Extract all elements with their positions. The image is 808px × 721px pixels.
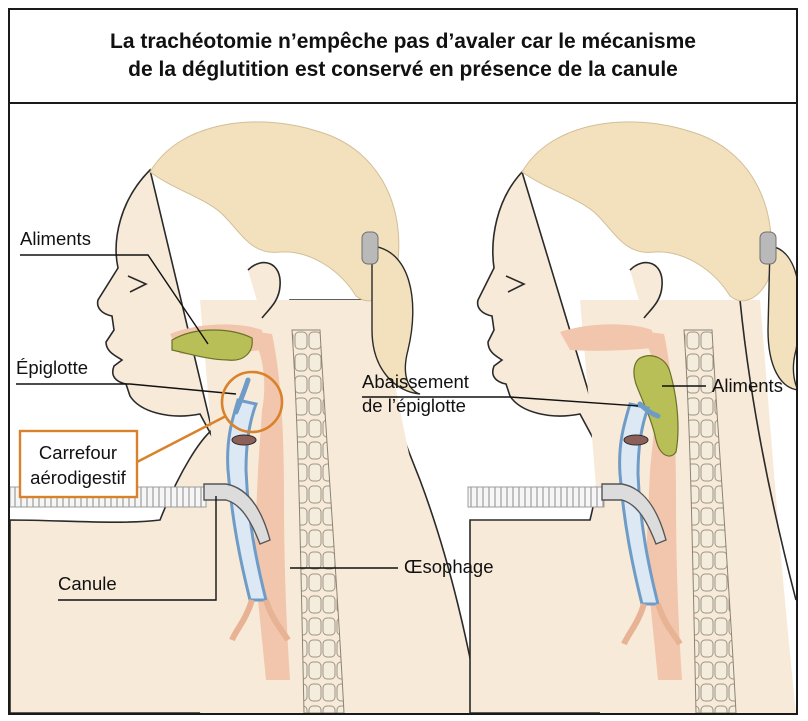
cannula-hose-right bbox=[468, 487, 604, 507]
label-aliments-left: Aliments bbox=[20, 228, 91, 249]
label-epiglotte: Épiglotte bbox=[16, 357, 88, 378]
label-oesophage: Œsophage bbox=[404, 556, 493, 577]
label-aliments-right: Aliments bbox=[712, 375, 783, 396]
label-abaissement-line2: de l’épiglotte bbox=[362, 395, 466, 416]
oral-cavity-right bbox=[560, 324, 654, 351]
label-carrefour-line1: Carrefour bbox=[39, 442, 117, 463]
larynx-right bbox=[624, 435, 648, 445]
head-left bbox=[10, 122, 480, 713]
head-right bbox=[468, 122, 800, 713]
label-carrefour-line2: aérodigestif bbox=[30, 467, 127, 488]
ponytail-right bbox=[768, 246, 800, 390]
label-canule: Canule bbox=[58, 573, 117, 594]
hair-tie-right bbox=[760, 232, 776, 264]
hair-tie-left bbox=[362, 232, 378, 264]
label-abaissement-line1: Abaissement bbox=[362, 371, 469, 392]
larynx-left bbox=[232, 435, 256, 445]
